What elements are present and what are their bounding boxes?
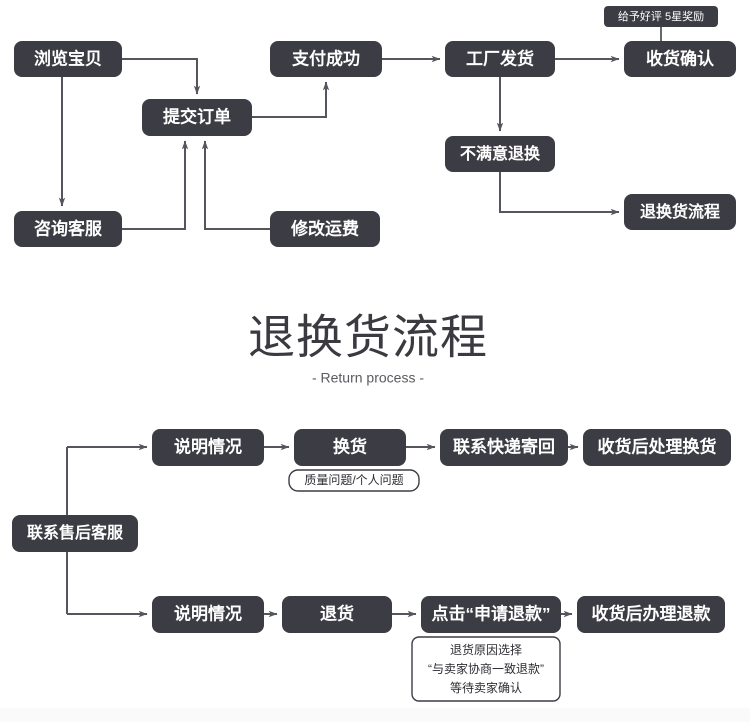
note-refund-reason-box [411,636,561,702]
node-process-refund-after-receipt[interactable]: 收货后办理退款 [577,596,725,633]
node-return-goods-label: 退货 [320,603,354,623]
node-apply-refund-label: 点击“申请退款” [432,603,551,623]
node-submit-order-label: 提交订单 [163,106,231,126]
node-after-sales-service-label: 联系售后客服 [27,523,124,542]
node-pay-success-label: 支付成功 [292,48,360,68]
node-factory-ship[interactable]: 工厂发货 [445,41,555,77]
node-confirm-receipt-box[interactable] [624,41,736,77]
node-process-exchange-after-receipt-box[interactable] [583,429,731,466]
top-flow-connectors [58,27,662,230]
node-process-refund-after-receipt-label: 收货后办理退款 [592,603,712,623]
note-refund-reason-line-2: “与卖家协商一致退款” [428,661,544,676]
node-factory-ship-label: 工厂发货 [466,48,534,68]
note-refund-reason: 退货原因选择 “与卖家协商一致退款” 等待卖家确认 [411,636,561,702]
node-submit-order[interactable]: 提交订单 [142,99,252,136]
node-return-goods[interactable]: 退货 [282,596,392,633]
node-consult-service-label: 咨询客服 [34,218,103,238]
node-unsatisfied-return-box[interactable] [445,136,555,172]
node-return-goods-box[interactable] [282,596,392,633]
node-after-sales-service[interactable]: 联系售后客服 [12,515,138,552]
edge-unsatisfied-to-returnflow [499,172,620,216]
bottom-flow-nodes: 联系售后客服 说明情况 换货 联系快递寄回 收货后处理换货 质量问题/个人问题 … [12,429,731,702]
node-browse-label: 浏览宝贝 [34,48,102,68]
node-pay-success[interactable]: 支付成功 [270,41,382,77]
note-issue-type: 质量问题/个人问题 [288,469,420,492]
note-issue-type-box [288,469,420,492]
top-flow-nodes: 浏览宝贝 提交订单 支付成功 工厂发货 收货确认 不满意退换 退换货流程 咨询 [14,6,736,247]
node-consult-service-box[interactable] [14,211,122,247]
node-exchange-goods-label: 换货 [333,436,367,456]
node-submit-order-box[interactable] [142,99,252,136]
node-explain-situation-2[interactable]: 说明情况 [152,596,264,633]
badge-praise-reward-label: 给予好评 5星奖励 [618,9,704,23]
node-exchange-goods[interactable]: 换货 [294,429,406,466]
node-confirm-receipt-label: 收货确认 [646,48,715,68]
badge-praise-reward-box[interactable] [604,6,718,27]
node-edit-freight-label: 修改运费 [290,218,359,238]
node-factory-ship-box[interactable] [445,41,555,77]
section-title-sub: - Return process - [312,370,424,386]
node-contact-courier-label: 联系快递寄回 [453,436,555,456]
note-refund-reason-line-1: 退货原因选择 [450,642,522,657]
node-consult-service[interactable]: 咨询客服 [14,211,122,247]
edge-browse-to-submit [122,58,201,95]
node-unsatisfied-return[interactable]: 不满意退换 [445,136,555,172]
node-edit-freight[interactable]: 修改运费 [270,211,380,247]
node-browse[interactable]: 浏览宝贝 [14,41,122,77]
node-process-refund-after-receipt-box[interactable] [577,596,725,633]
node-confirm-receipt[interactable]: 收货确认 [624,41,736,77]
badge-praise-reward[interactable]: 给予好评 5星奖励 [604,6,718,27]
note-refund-reason-line-3: 等待卖家确认 [450,680,522,695]
node-exchange-goods-box[interactable] [294,429,406,466]
edge-submit-to-pay [252,81,330,118]
node-explain-situation-2-box[interactable] [152,596,264,633]
node-after-sales-service-box[interactable] [12,515,138,552]
node-browse-box[interactable] [14,41,122,77]
node-explain-situation-1[interactable]: 说明情况 [152,429,264,466]
footer-band [0,708,750,722]
note-issue-type-label: 质量问题/个人问题 [304,473,403,487]
section-title-main: 退换货流程 [248,310,488,363]
node-edit-freight-box[interactable] [270,211,380,247]
node-contact-courier-box[interactable] [440,429,568,466]
node-return-process[interactable]: 退换货流程 [624,194,736,230]
node-explain-situation-1-label: 说明情况 [174,436,242,456]
node-process-exchange-after-receipt[interactable]: 收货后处理换货 [583,429,731,466]
node-explain-situation-1-box[interactable] [152,429,264,466]
node-apply-refund-box[interactable] [421,596,561,633]
node-pay-success-box[interactable] [270,41,382,77]
section-title: 退换货流程 - Return process - [248,310,488,386]
node-return-process-label: 退换货流程 [640,202,720,221]
node-apply-refund[interactable]: 点击“申请退款” [421,596,561,633]
edge-freight-to-submit [201,140,270,230]
node-contact-courier[interactable]: 联系快递寄回 [440,429,568,466]
node-explain-situation-2-label: 说明情况 [174,603,242,623]
node-process-exchange-after-receipt-label: 收货后处理换货 [598,436,717,456]
edge-consult-to-submit [122,140,189,230]
node-unsatisfied-return-label: 不满意退换 [460,144,541,163]
node-return-process-box[interactable] [624,194,736,230]
